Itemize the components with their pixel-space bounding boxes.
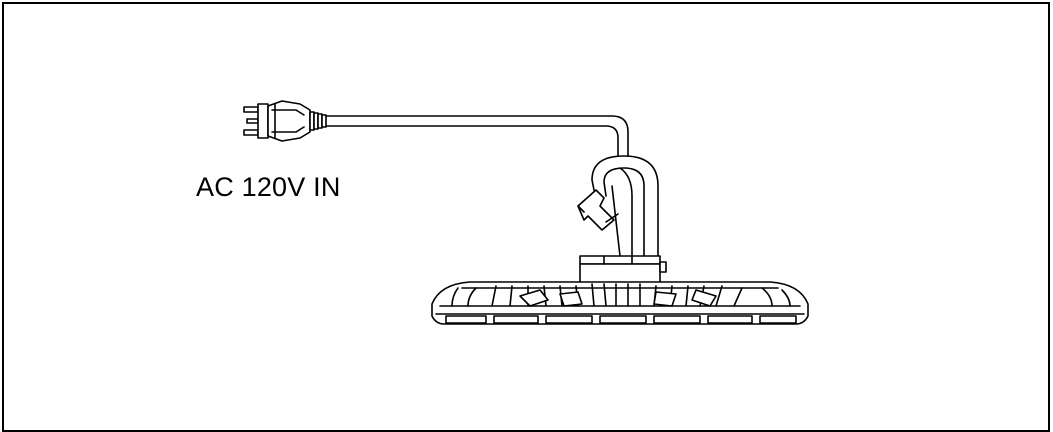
mounting-hook	[578, 156, 658, 256]
heatsink	[432, 282, 808, 324]
light-fixture-drawing	[0, 0, 1053, 416]
driver-housing	[580, 256, 666, 284]
power-cord	[326, 116, 628, 166]
power-plug	[244, 101, 326, 141]
input-label: AC 120V IN	[196, 172, 341, 202]
